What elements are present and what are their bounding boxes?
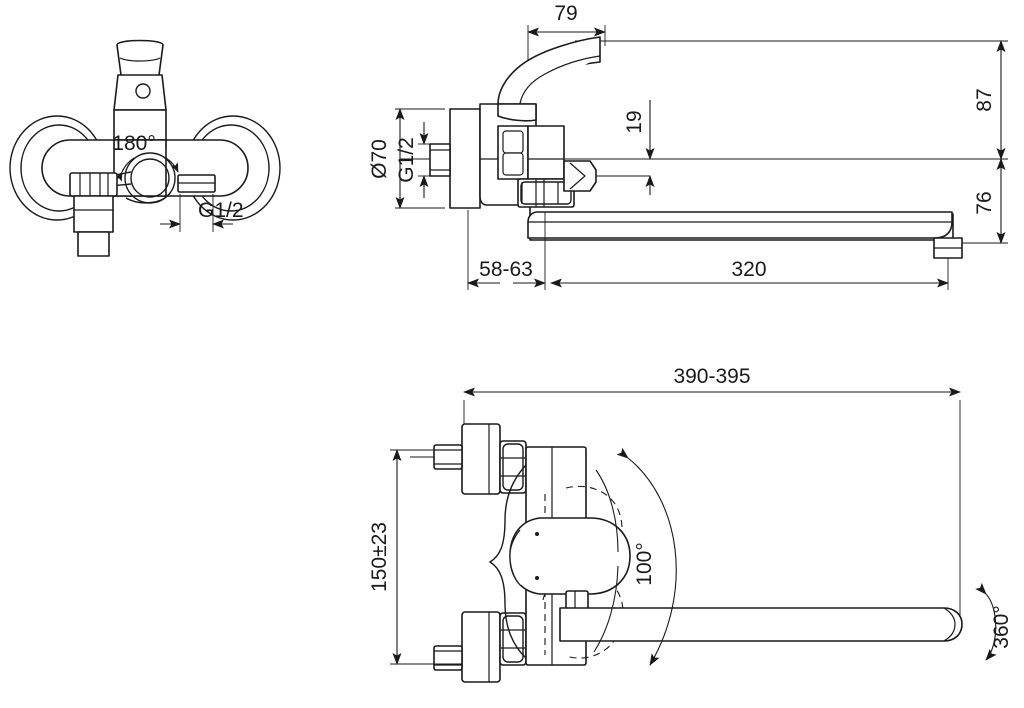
- annotation-87: 87: [973, 88, 996, 111]
- annotation-76: 76: [973, 191, 996, 214]
- front-rotation-arrows: [114, 157, 179, 182]
- top-body-outline: [488, 464, 527, 659]
- annotation-360-degrees: 360°: [990, 605, 1013, 648]
- front-right-outlet: [177, 174, 216, 193]
- side-spout: [527, 206, 963, 259]
- side-swivel-collar: [563, 160, 650, 192]
- annotation-320: 320: [731, 258, 766, 281]
- dim-g12-side: [418, 122, 430, 198]
- annotation-58-63: 58-63: [479, 258, 533, 281]
- top-lever-handle: [509, 517, 631, 595]
- annotation-g12-side: G1/2: [395, 137, 418, 183]
- annotation-d70: Ø70: [368, 139, 391, 179]
- top-swing-arc-100: [593, 447, 677, 666]
- top-lower-inlet: [433, 611, 527, 683]
- dim-d70: [395, 108, 445, 209]
- side-upper-valve: [497, 125, 565, 180]
- dim-79: [527, 25, 606, 60]
- annotation-19: 19: [623, 110, 646, 133]
- annotation-390-395: 390-395: [673, 365, 750, 388]
- side-escutcheon: [429, 108, 481, 209]
- annotation-79: 79: [554, 2, 577, 25]
- side-view: 79 Ø70 G1/2 19 87: [368, 2, 1008, 290]
- annotation-150-23: 150±23: [368, 522, 391, 592]
- side-lower-inlet: [517, 178, 575, 208]
- side-lever-handle: [497, 36, 601, 122]
- front-cartridge-cap: [113, 39, 167, 141]
- annotation-180-degrees: 180°: [112, 132, 155, 155]
- top-view: 390-395: [368, 365, 1013, 683]
- front-g12-dimension: [160, 194, 233, 232]
- dim-320: [550, 258, 949, 290]
- annotation-100-degrees: 100°: [633, 542, 656, 585]
- front-view: 180° G1/2: [9, 39, 281, 257]
- dim-58-63: [467, 210, 546, 290]
- top-spout: [559, 607, 963, 642]
- dim-150-23: [390, 449, 462, 665]
- top-upper-inlet: [410, 423, 527, 495]
- front-left-inlet: [69, 172, 118, 257]
- top-rotation-arc-360: [975, 582, 997, 661]
- annotation-g12-front: G1/2: [198, 199, 244, 222]
